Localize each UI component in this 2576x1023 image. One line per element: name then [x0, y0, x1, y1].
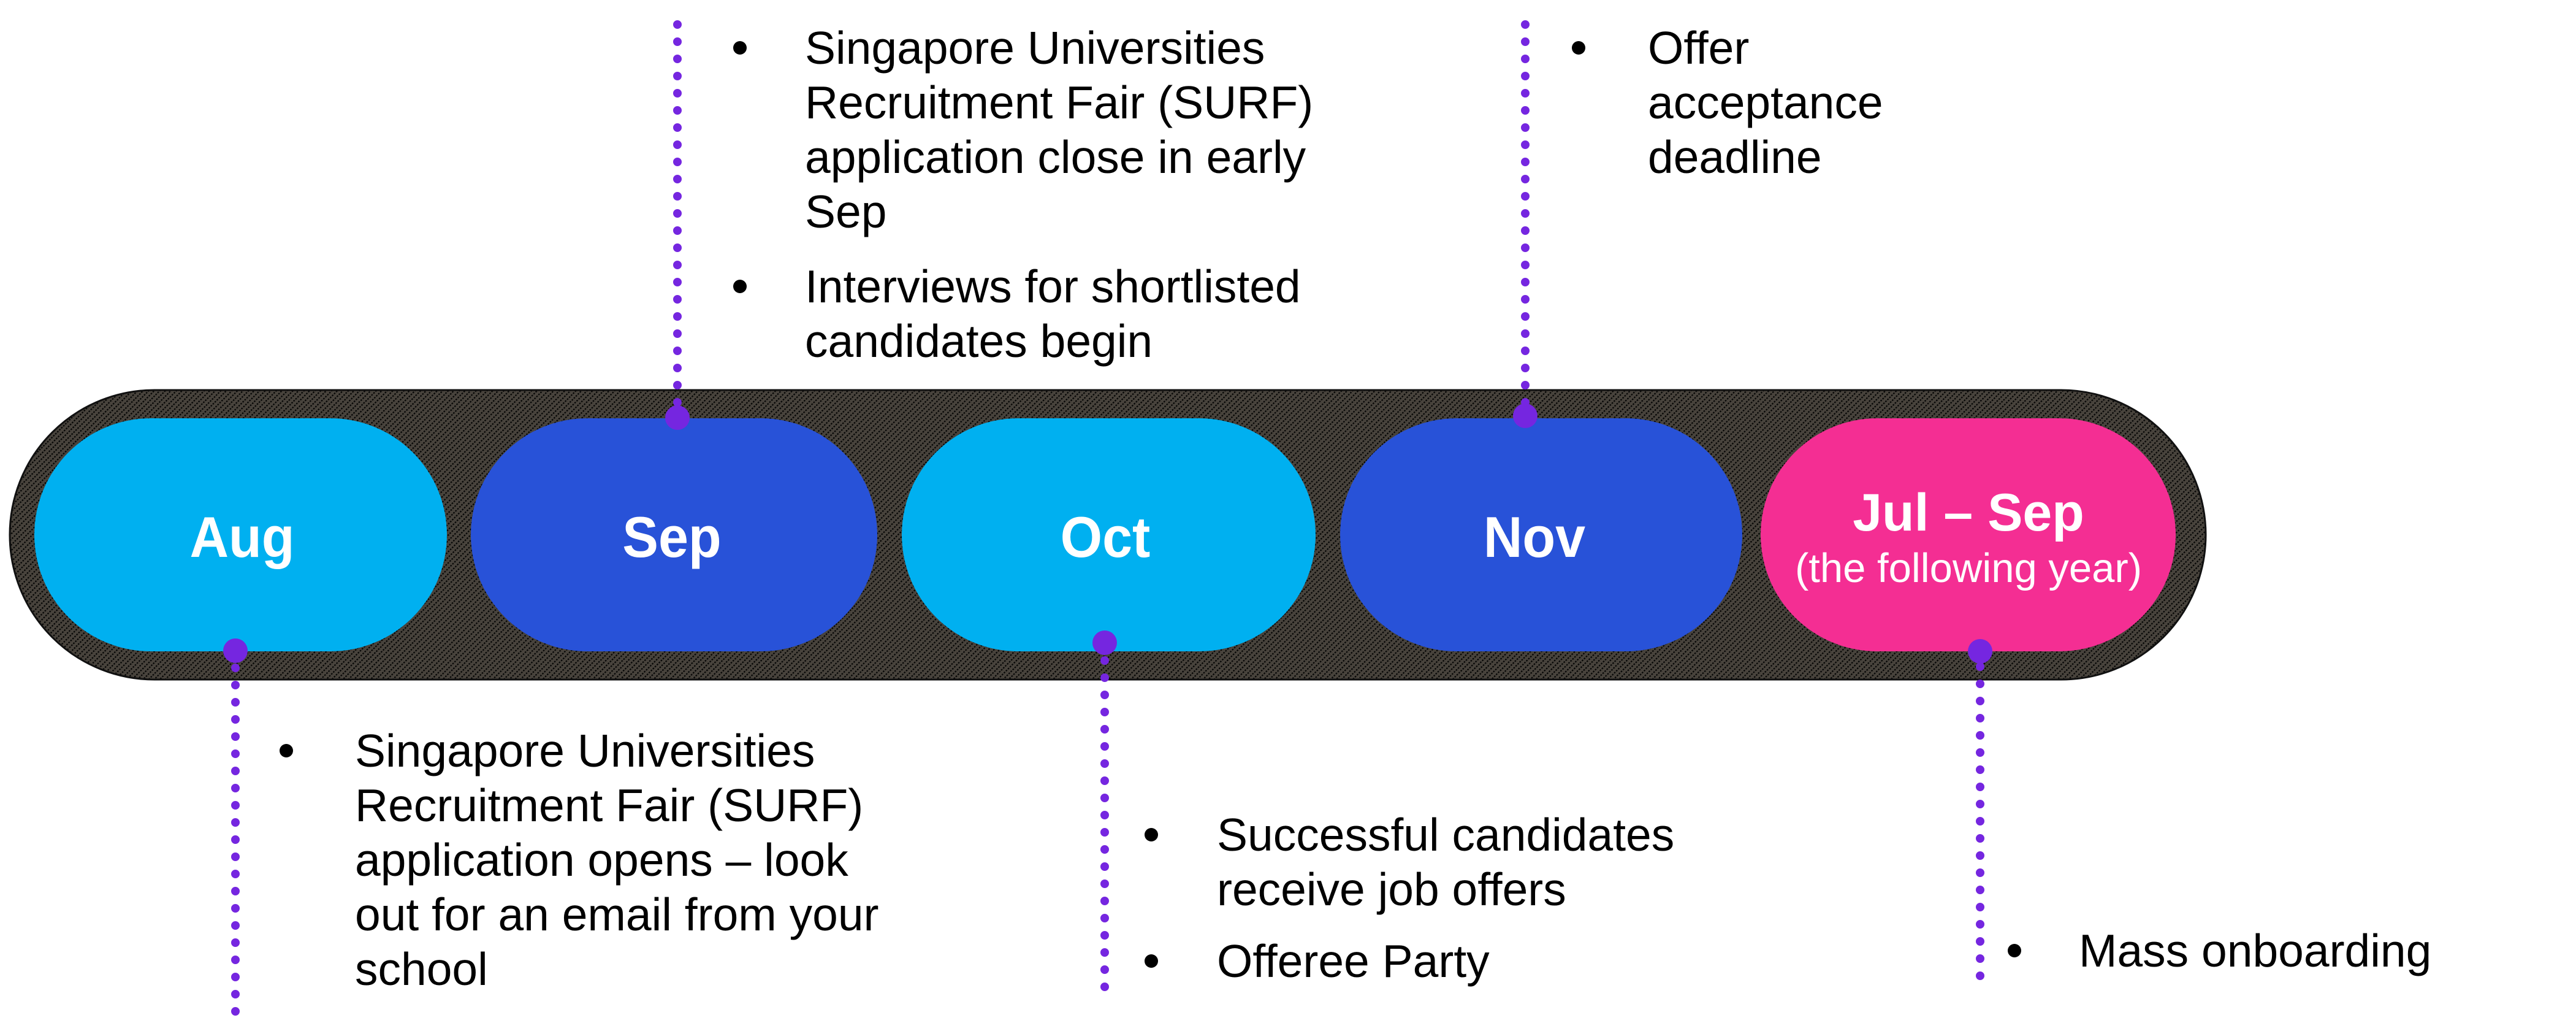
svg-text:Recruitment Fair (SURF): Recruitment Fair (SURF) — [805, 77, 1313, 128]
svg-text:Interviews for shortlisted: Interviews for shortlisted — [805, 261, 1301, 312]
svg-text:application opens – look: application opens – look — [355, 834, 848, 886]
svg-text:acceptance: acceptance — [1648, 77, 1883, 128]
svg-text:Sep: Sep — [805, 186, 886, 237]
svg-text:candidates begin: candidates begin — [805, 315, 1153, 367]
svg-text:Aug: Aug — [189, 505, 294, 569]
svg-text:deadline: deadline — [1648, 131, 1822, 183]
svg-text:out for an email from your: out for an email from your — [355, 889, 879, 940]
svg-text:Singapore Universities: Singapore Universities — [805, 22, 1265, 74]
svg-text:receive job offers: receive job offers — [1217, 864, 1566, 915]
svg-text:Oct: Oct — [1061, 505, 1151, 569]
svg-text:school: school — [355, 943, 488, 995]
svg-text:application close in early: application close in early — [805, 131, 1306, 183]
svg-text:Singapore Universities: Singapore Universities — [355, 725, 815, 776]
svg-text:Sep: Sep — [622, 505, 721, 569]
svg-text:(the following year): (the following year) — [1795, 545, 2142, 591]
svg-text:Jul – Sep: Jul – Sep — [1853, 483, 2084, 542]
svg-text:Mass onboarding: Mass onboarding — [2079, 925, 2431, 976]
svg-text:Successful candidates: Successful candidates — [1217, 809, 1674, 860]
svg-text:Offeree Party: Offeree Party — [1217, 935, 1490, 987]
svg-text:Offer: Offer — [1648, 22, 1749, 74]
svg-text:Recruitment Fair (SURF): Recruitment Fair (SURF) — [355, 780, 863, 831]
svg-text:Nov: Nov — [1484, 505, 1586, 569]
